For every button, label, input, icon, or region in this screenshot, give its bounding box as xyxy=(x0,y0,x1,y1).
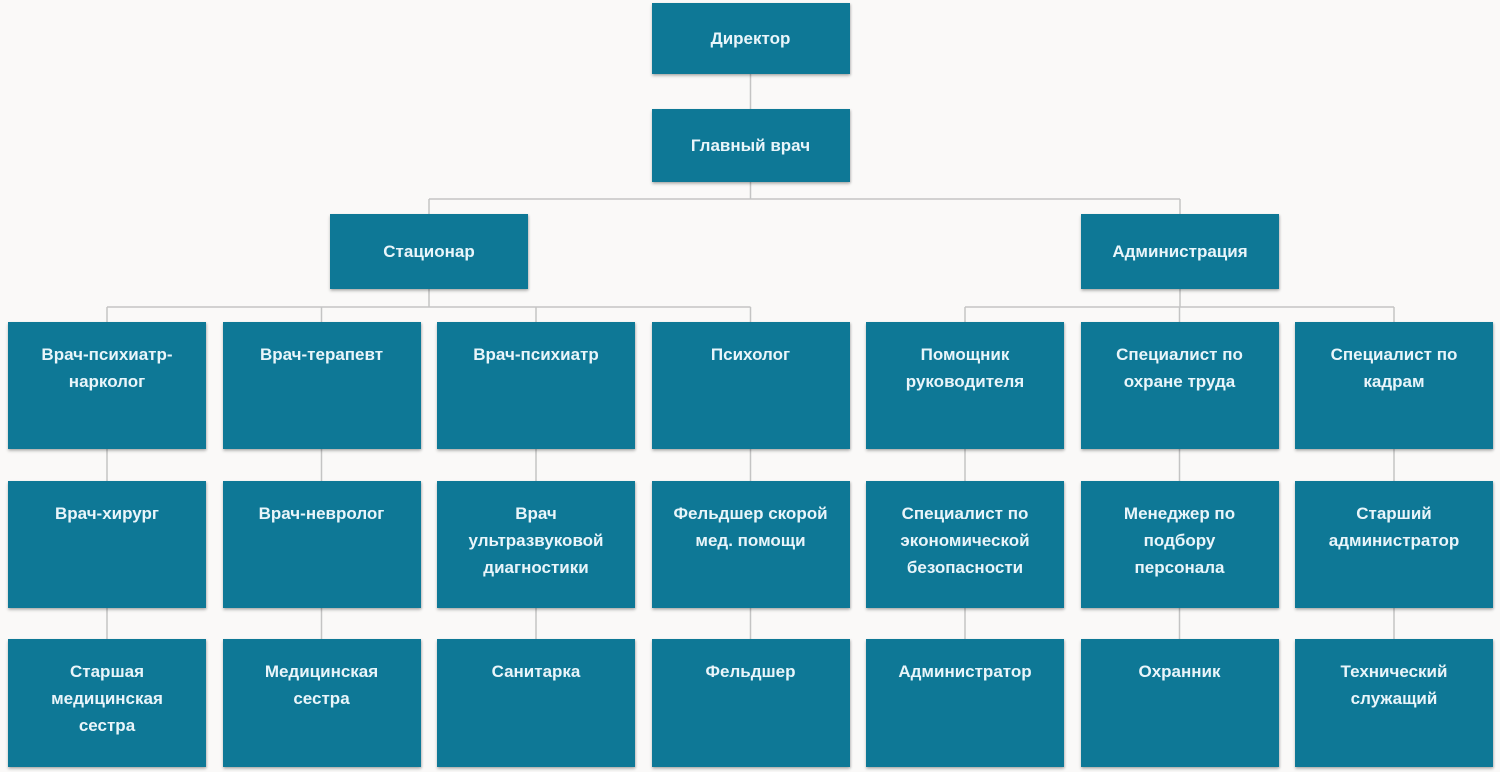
org-node: Администратор xyxy=(866,639,1064,767)
org-node: Психолог xyxy=(651,322,850,449)
org-node: Специалист по экономической безопасности xyxy=(866,481,1064,608)
org-node: Врач-психиатр xyxy=(437,322,635,449)
org-node-director: Директор xyxy=(651,3,850,74)
org-node-branch: Администрация xyxy=(1081,214,1279,289)
org-node: Менеджер по подбору персонала xyxy=(1080,481,1279,608)
org-node-chief-physician: Главный врач xyxy=(651,109,850,182)
org-node: Технический служащий xyxy=(1295,639,1493,767)
org-node: Врач-психиатр-нарколог xyxy=(8,322,206,449)
org-node: Специалист по охране труда xyxy=(1080,322,1279,449)
org-node-branch: Стационар xyxy=(330,214,528,289)
org-node: Охранник xyxy=(1080,639,1279,767)
org-node: Врач ультразвуковой диагностики xyxy=(437,481,635,608)
org-node: Врач-хирург xyxy=(8,481,206,608)
org-node: Помощник руководителя xyxy=(866,322,1064,449)
org-node: Медицинская сестра xyxy=(222,639,421,767)
org-node: Специалист по кадрам xyxy=(1295,322,1493,449)
org-node: Санитарка xyxy=(437,639,635,767)
org-node: Врач-терапевт xyxy=(222,322,421,449)
org-node: Старший администратор xyxy=(1295,481,1493,608)
org-node: Фельдшер скорой мед. помощи xyxy=(651,481,850,608)
org-node: Фельдшер xyxy=(651,639,850,767)
org-node: Старшая медицинская сестра xyxy=(8,639,206,767)
org-node: Врач-невролог xyxy=(222,481,421,608)
